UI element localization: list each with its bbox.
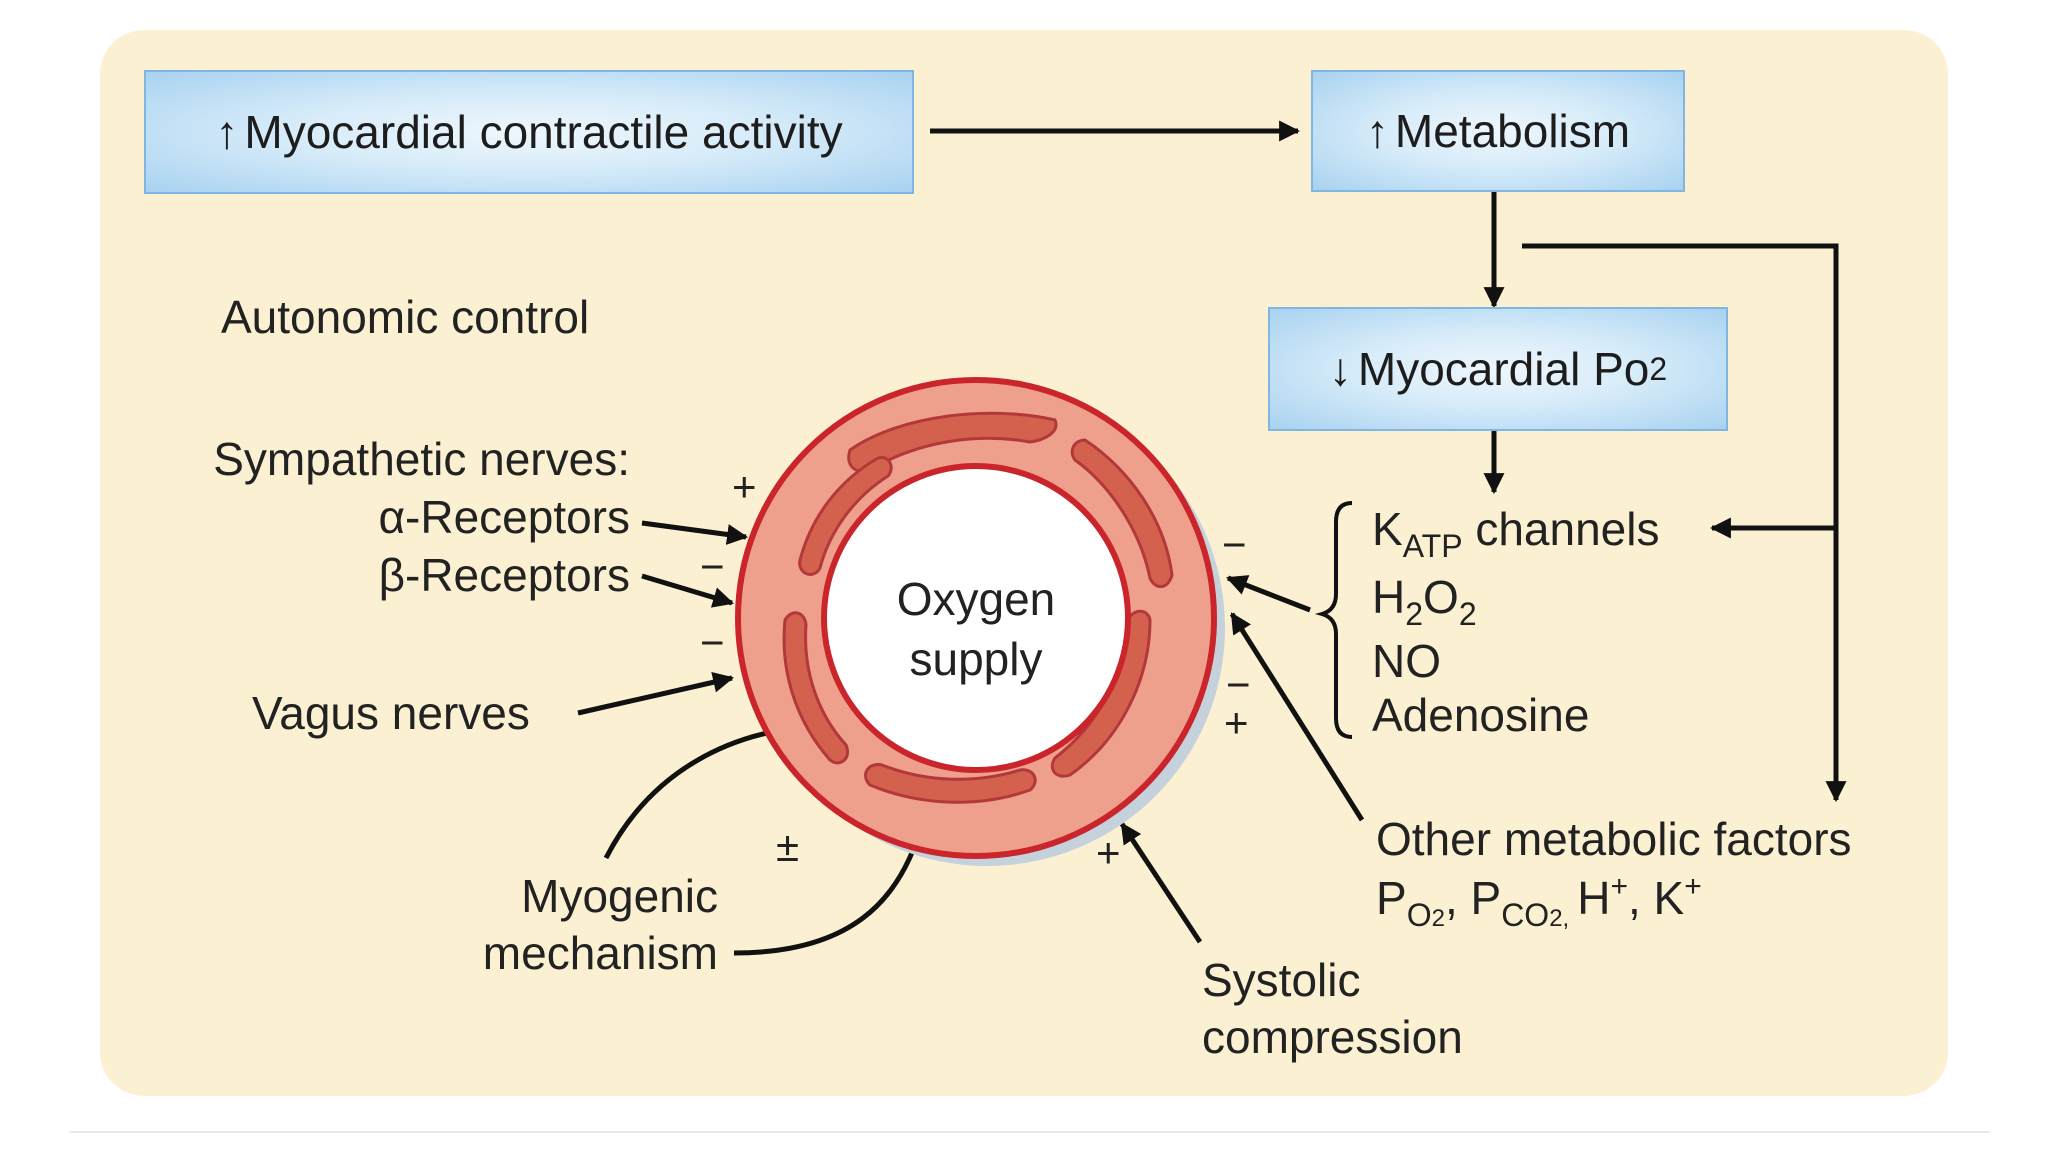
po2-p: P <box>1376 872 1407 924</box>
h2o2-h: H <box>1372 571 1406 623</box>
myogenic-line1: Myogenic <box>521 870 718 922</box>
sign-other-minus: − <box>1226 661 1251 708</box>
arrow-metabolism-bypass <box>1522 243 1847 803</box>
contractile-activity-label: Myocardial contractile activity <box>244 106 843 158</box>
oxygen-supply-label: Oxygen supply <box>876 570 1076 690</box>
h2o2-sub-2: 2 <box>1458 596 1477 632</box>
arrow-alpha <box>641 520 749 545</box>
divider <box>70 1131 1990 1133</box>
vessel-cross-section <box>735 377 1225 866</box>
sign-factors: − <box>1222 521 1247 568</box>
myocardial-po2-label: Myocardial Po <box>1357 343 1650 395</box>
separator-1: , <box>1444 872 1471 924</box>
sign-myogenic: ± <box>776 823 800 870</box>
sign-beta: − <box>700 543 725 590</box>
other-metabolic-factors-list: PO2, PCO2,H+, K+ <box>1376 870 1702 933</box>
other-metabolic-factors-title: Other metabolic factors <box>1376 813 1852 865</box>
po2-o2-sub: O2 <box>1407 897 1445 933</box>
arrow-beta <box>641 573 735 608</box>
k-ion: K <box>1653 872 1685 924</box>
h2o2-sub-1: 2 <box>1405 596 1424 632</box>
po2-o: O <box>1406 897 1432 933</box>
metabolism-label: Metabolism <box>1394 105 1631 157</box>
myogenic-line2: mechanism <box>482 927 718 980</box>
h2o2-o: O <box>1423 571 1459 623</box>
katp-k: K <box>1372 503 1403 555</box>
alpha-receptors-label: α-Receptors <box>378 491 630 543</box>
pco2-co: CO <box>1501 897 1550 933</box>
sign-other-plus: + <box>1224 699 1249 746</box>
h-ion-charge: + <box>1610 870 1628 903</box>
sign-vagus: − <box>700 619 725 666</box>
po2-subscript: 2 <box>1649 350 1668 387</box>
down-arrow-icon: ↓ <box>1328 343 1352 395</box>
metabolism-box: ↑ Metabolism <box>1311 70 1685 192</box>
myogenic-mechanism-label: Myogenic mechanism <box>483 868 718 982</box>
h2o2-label: H2O2 <box>1372 574 1477 630</box>
h-ion: H <box>1577 872 1611 924</box>
katp-channels-label: KATP channels <box>1372 506 1659 562</box>
vagus-nerves-label: Vagus nerves <box>252 687 530 739</box>
sympathetic-nerves-label: Sympathetic nerves: <box>213 433 630 485</box>
arrow-factors <box>1226 575 1311 613</box>
systolic-line1: Systolic <box>1202 954 1361 1006</box>
up-arrow-icon: ↑ <box>215 106 239 158</box>
up-arrow-icon: ↑ <box>1365 105 1389 157</box>
pco2-sub: CO2, <box>1501 897 1569 933</box>
pco2-p: P <box>1470 872 1502 924</box>
arrow-systolic <box>1119 822 1203 944</box>
oxygen-supply-line2: supply <box>909 632 1043 685</box>
arrow-other-factors <box>1229 612 1365 822</box>
systolic-compression-label: Systolic compression <box>1202 952 1463 1066</box>
katp-subscript: ATP <box>1402 528 1463 564</box>
factors-brace <box>1314 501 1353 739</box>
systolic-line2: compression <box>1202 1011 1463 1064</box>
adenosine-label: Adenosine <box>1372 689 1590 741</box>
arrow-vagus <box>577 671 735 716</box>
autonomic-control-title: Autonomic control <box>221 291 590 343</box>
katp-channels-text: channels <box>1462 503 1660 555</box>
contractile-activity-box: ↑ Myocardial contractile activity <box>144 70 914 194</box>
separator-2: , <box>1627 872 1654 924</box>
oxygen-supply-line1: Oxygen <box>896 573 1056 625</box>
sign-systolic: + <box>1096 829 1121 876</box>
k-ion-charge: + <box>1684 870 1702 903</box>
sign-alpha: + <box>732 463 757 510</box>
beta-receptors-label: β-Receptors <box>378 549 630 601</box>
po2-2: 2 <box>1431 905 1445 932</box>
no-label: NO <box>1372 635 1441 687</box>
pco2-2: 2, <box>1549 905 1570 932</box>
